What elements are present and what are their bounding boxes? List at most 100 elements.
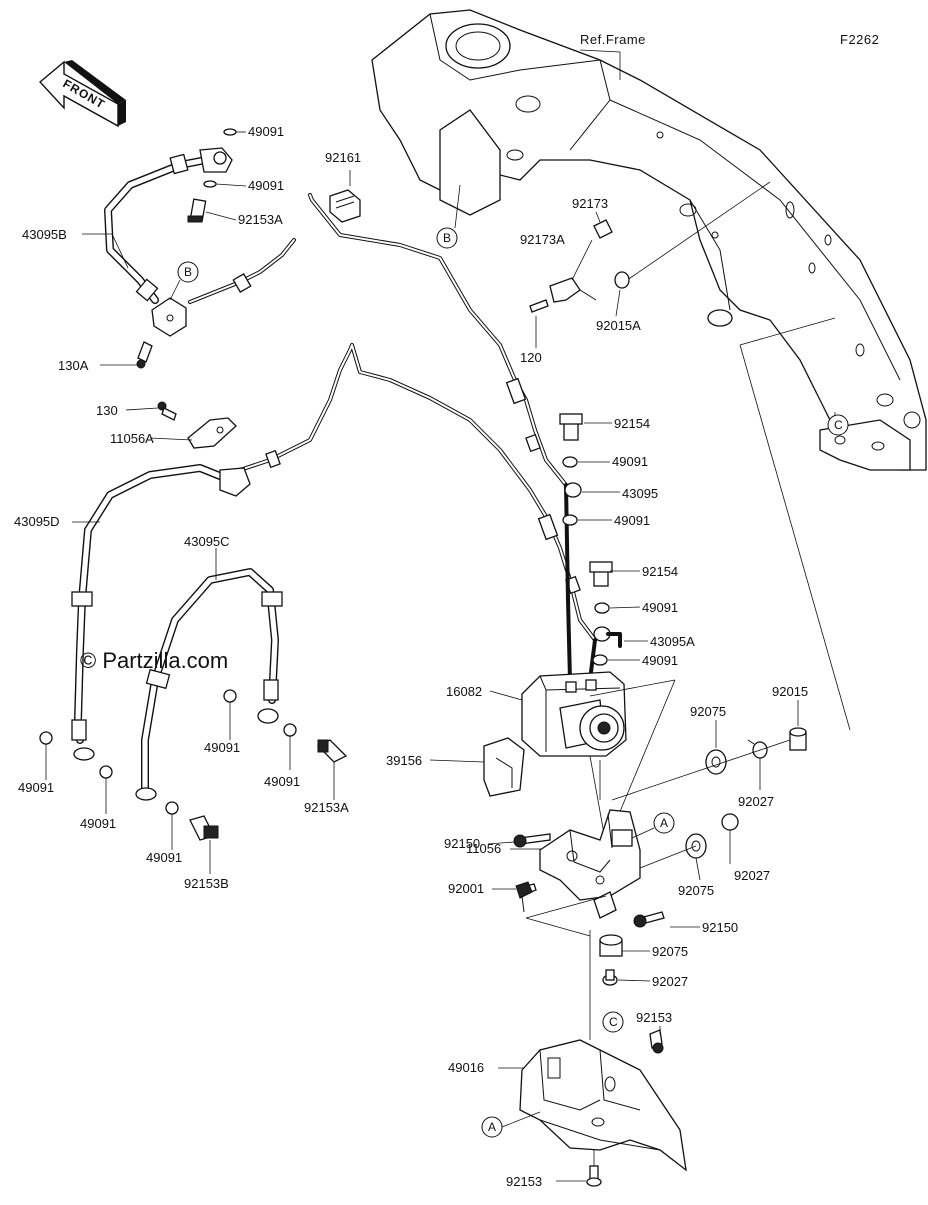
svg-text:B: B xyxy=(184,265,192,279)
part-label: 92150 xyxy=(444,836,480,851)
bolt-92153-side xyxy=(649,1029,664,1054)
part-label: 49091 xyxy=(642,600,678,615)
bolt-92153A-top xyxy=(187,198,207,223)
bolt-130 xyxy=(157,401,177,421)
part-label: 92027 xyxy=(734,868,770,883)
part-label: 49091 xyxy=(146,850,182,865)
part-label: 43095D xyxy=(14,514,60,529)
part-label: 49091 xyxy=(80,816,116,831)
clip-92173 xyxy=(593,219,613,239)
part-label: 92154 xyxy=(614,416,650,431)
callout-B-frame: B xyxy=(436,227,458,249)
part-label: 49091 xyxy=(18,780,54,795)
collar-92015 xyxy=(789,727,807,751)
callout-C-low: C xyxy=(602,1011,624,1033)
part-label: 92027 xyxy=(652,974,688,989)
callout-C-frame: C xyxy=(827,414,849,436)
washer-icon xyxy=(165,801,179,815)
clamp-92161 xyxy=(329,189,361,223)
part-label: 92027 xyxy=(738,794,774,809)
figure-code: F2262 xyxy=(840,32,879,47)
cover-49016 xyxy=(519,1039,687,1172)
grommet-92075-top xyxy=(705,749,727,775)
part-label: 92075 xyxy=(652,944,688,959)
part-labels: 49091 49091 92153A 92161 43095B 130A 130… xyxy=(14,124,808,1189)
part-label: 11056A xyxy=(110,431,154,446)
part-label: 11056 xyxy=(466,841,501,856)
collar-92027-mid xyxy=(721,813,739,831)
pad-39156 xyxy=(483,737,525,797)
part-label: 49016 xyxy=(448,1060,484,1075)
grommet-92075-low xyxy=(599,934,623,957)
part-label: 39156 xyxy=(386,753,422,768)
part-label: 43095 xyxy=(622,486,658,501)
part-label: 43095C xyxy=(184,534,230,549)
part-label: 43095A xyxy=(650,634,695,649)
front-arrow-icon: FRONT xyxy=(38,60,126,128)
bolt-92153-bottom xyxy=(586,1165,602,1187)
hose-43095C xyxy=(135,568,283,801)
part-label: 92015A xyxy=(596,318,641,333)
part-label: 130 xyxy=(96,403,118,418)
part-label: 43095B xyxy=(22,227,67,242)
svg-text:A: A xyxy=(488,1120,496,1134)
bolt-92153B xyxy=(189,815,219,841)
part-label: 49091 xyxy=(248,178,284,193)
washer-icon xyxy=(594,602,610,614)
bolt-92153A-low xyxy=(316,739,348,763)
bolt-130A xyxy=(136,341,153,369)
part-label: 92075 xyxy=(678,883,714,898)
bolt-92154-mid xyxy=(589,561,613,587)
svg-text:A: A xyxy=(660,816,668,830)
washer-icon xyxy=(223,128,237,136)
part-label: 130A xyxy=(58,358,89,373)
banjo-fitting xyxy=(564,482,582,498)
part-label: 49091 xyxy=(248,124,284,139)
washer-icon xyxy=(99,765,113,779)
washer-icon xyxy=(562,456,578,468)
bolt-92001 xyxy=(515,881,537,913)
leader-lines xyxy=(45,131,799,1182)
callout-A-bracket: A xyxy=(653,812,675,834)
part-label: 92153B xyxy=(184,876,229,891)
joint-block xyxy=(151,297,187,337)
part-label: 92153A xyxy=(304,800,349,815)
ref-frame-label: Ref.Frame xyxy=(580,32,646,47)
part-label: 92153 xyxy=(636,1010,672,1025)
washer-icon xyxy=(283,723,297,737)
hose-43095D xyxy=(71,464,251,761)
watermark: © Partzilla.com xyxy=(80,648,228,673)
part-label: 92153 xyxy=(506,1174,542,1189)
bracket-11056A xyxy=(187,417,237,449)
washer-icon xyxy=(39,731,53,745)
svg-text:B: B xyxy=(443,231,451,245)
bolt-120 xyxy=(529,299,549,313)
callout-B-top: B xyxy=(177,261,199,283)
bolt-92154-top xyxy=(559,413,583,441)
washer-icon xyxy=(592,654,608,666)
part-label: 92015 xyxy=(772,684,808,699)
part-label: 92075 xyxy=(690,704,726,719)
washer-icon xyxy=(203,180,217,188)
part-label: 49091 xyxy=(614,513,650,528)
part-label: 49091 xyxy=(612,454,648,469)
hose-43095B xyxy=(104,147,233,304)
washer-icon xyxy=(562,514,578,526)
callout-A-cover: A xyxy=(481,1116,503,1138)
svg-text:C: C xyxy=(609,1015,618,1029)
part-label: 49091 xyxy=(642,653,678,668)
bolt-92150-left xyxy=(513,833,551,848)
grommet-92015A xyxy=(614,271,630,289)
svg-text:C: C xyxy=(834,418,843,432)
part-label: 92150 xyxy=(702,920,738,935)
washer-icon xyxy=(223,689,237,703)
bolt-92150-right xyxy=(633,911,665,928)
abs-unit-16082 xyxy=(521,671,627,757)
part-label: 49091 xyxy=(264,774,300,789)
part-label: 120 xyxy=(520,350,542,365)
part-label: 92173A xyxy=(520,232,565,247)
part-label: 92173 xyxy=(572,196,608,211)
part-label: 16082 xyxy=(446,684,482,699)
